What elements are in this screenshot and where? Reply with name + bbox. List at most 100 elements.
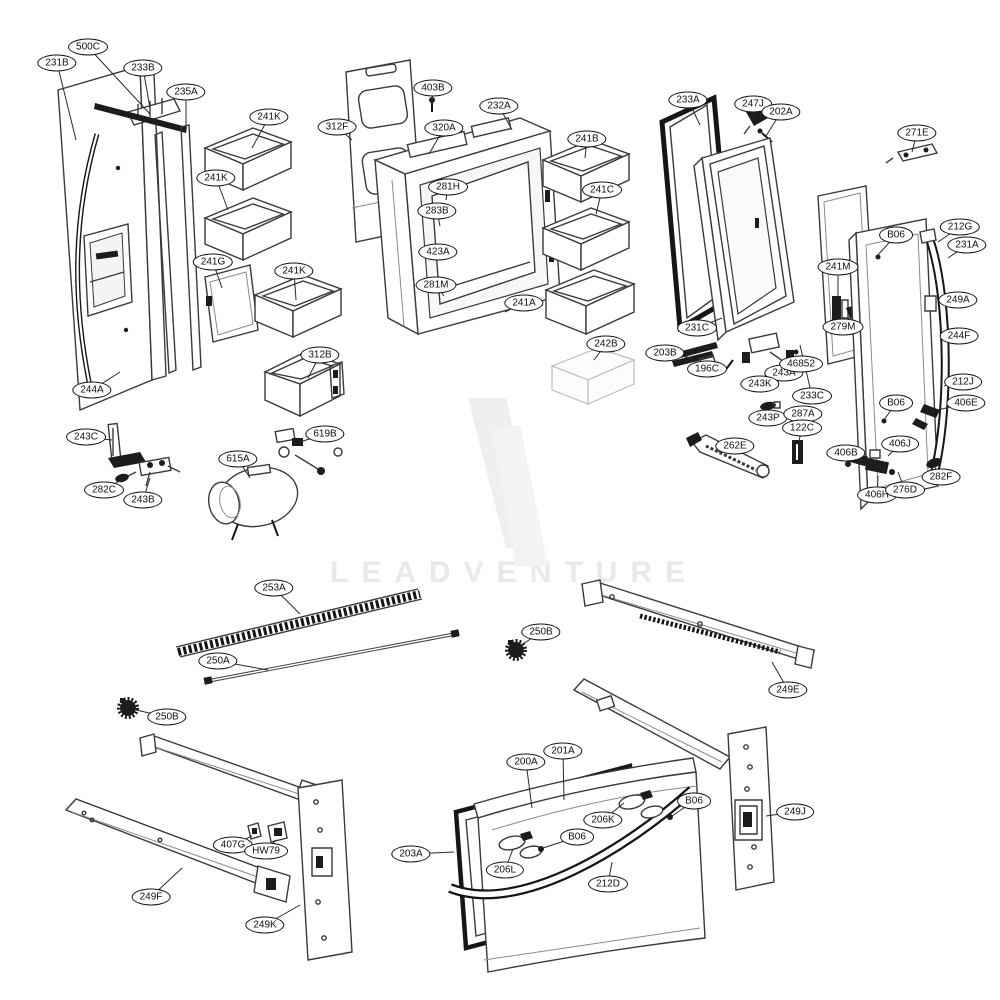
door-bin-241c [543, 208, 629, 270]
part-callout-406e: 406E [946, 394, 986, 412]
part-callout-232a: 232A [479, 97, 519, 115]
part-callout-243c: 243C [66, 428, 106, 446]
part-callout-320a: 320A [424, 119, 464, 137]
watermark-glyph [468, 398, 548, 566]
part-callout-201a: 201A [543, 742, 583, 760]
part-callout-122c: 122C [782, 419, 822, 437]
part-callout-hw79: HW79 [244, 842, 288, 860]
rail-249e [582, 580, 814, 668]
part-callout-283b: 283B [417, 202, 457, 220]
clip-282c [115, 472, 136, 483]
part-callout-406b: 406B [826, 444, 866, 462]
part-callout-615a: 615A [218, 450, 258, 468]
rack-rail-253a [176, 589, 422, 657]
part-callout-249a: 249A [938, 291, 978, 309]
part-callout-212j: 212J [944, 373, 982, 391]
part-callout-262e: 262E [715, 437, 755, 455]
part-callout-241m: 241M [817, 258, 859, 276]
part-callout-241k: 241K [274, 262, 314, 280]
part-callout-231b: 231B [37, 54, 77, 72]
hinge-243b [139, 457, 180, 486]
part-callout-206l: 206L [485, 861, 525, 879]
part-callout-203b: 203B [645, 344, 685, 362]
divider-panel-241g [205, 265, 258, 342]
watermark-text: LEADVENTURE [330, 556, 699, 589]
part-callout-423a: 423A [418, 243, 458, 261]
part-callout-406j: 406J [881, 435, 919, 453]
part-callout-253a: 253A [254, 579, 294, 597]
part-callout-281h: 281H [428, 178, 468, 196]
part-callout-500c: 500C [68, 38, 108, 56]
highlighted-bin-242b [552, 348, 634, 404]
part-callout-241k: 241K [249, 108, 289, 126]
door-bin-241k [205, 198, 291, 260]
part-243p [760, 401, 780, 411]
part-callout-249e: 249E [768, 681, 808, 699]
gear-250b [507, 640, 526, 660]
part-callout-312f: 312F [317, 118, 357, 136]
part-callout-212d: 212D [588, 875, 628, 893]
bracket-249j [574, 679, 774, 890]
part-callout-233c: 233C [792, 387, 832, 405]
part-callout-203a: 203A [391, 845, 431, 863]
part-callout-200a: 200A [506, 753, 546, 771]
part-callout-233b: 233B [123, 59, 163, 77]
part-callout-206k: 206K [583, 811, 623, 829]
part-callout-241c: 241C [582, 181, 622, 199]
part-callout-196c: 196C [687, 360, 727, 378]
drawer-handle-212d [450, 790, 692, 894]
part-callout-250b: 250B [521, 623, 561, 641]
part-callout-250a: 250A [198, 652, 238, 670]
part-callout-231a: 231A [947, 236, 987, 254]
part-callout-b06: B06 [677, 792, 711, 810]
rod-250a [203, 629, 460, 685]
part-callout-279m: 279M [822, 318, 864, 336]
part-callout-312b: 312B [300, 346, 340, 364]
valve-619b [275, 429, 342, 475]
screw-403b [429, 97, 435, 112]
top-bracket-271e [886, 144, 937, 163]
part-callout-b06: B06 [560, 828, 594, 846]
clip-hw79 [268, 822, 287, 842]
part-callout-243p: 243P [748, 409, 788, 427]
part-callout-202a: 202A [761, 103, 801, 121]
part-callout-249j: 249J [776, 803, 814, 821]
framed-door-231c [694, 138, 794, 340]
part-callout-b06: B06 [879, 394, 913, 412]
part-callout-46852: 46852 [779, 355, 823, 373]
part-callout-244f: 244F [939, 327, 979, 345]
water-tank-615a [205, 460, 303, 540]
stopper-122c [792, 440, 803, 464]
part-callout-271e: 271E [897, 124, 937, 142]
part-callout-281m: 281M [415, 276, 457, 294]
rail-249f [66, 799, 290, 902]
door-bin-241b [543, 140, 629, 202]
part-callout-619b: 619B [305, 425, 345, 443]
part-callout-282c: 282C [84, 481, 124, 499]
part-callout-249f: 249F [131, 888, 171, 906]
part-callout-243k: 243K [740, 375, 780, 393]
part-callout-233a: 233A [668, 91, 708, 109]
left-door-assembly [58, 66, 201, 410]
part-callout-241k: 241K [196, 169, 236, 187]
screw-b06 [538, 814, 673, 852]
part-callout-403b: 403B [413, 79, 453, 97]
clip-407g [248, 823, 261, 839]
part-callout-231c: 231C [677, 319, 717, 337]
part-callout-b06: B06 [879, 226, 913, 244]
part-callout-243b: 243B [123, 491, 163, 509]
part-callout-276d: 276D [885, 481, 925, 499]
gear-250b [119, 698, 138, 718]
bracket-249k [298, 780, 352, 960]
door-bin-241k [255, 275, 341, 337]
part-callout-249k: 249K [245, 916, 285, 934]
door-bin [546, 270, 634, 334]
part-callout-242b: 242B [586, 335, 626, 353]
part-callout-235a: 235A [166, 83, 206, 101]
part-callout-244a: 244A [72, 381, 112, 399]
part-callout-241b: 241B [567, 130, 607, 148]
handle-bracket-206l [498, 831, 543, 860]
handle-bracket-206k [618, 790, 664, 820]
part-callout-282f: 282F [921, 468, 961, 486]
